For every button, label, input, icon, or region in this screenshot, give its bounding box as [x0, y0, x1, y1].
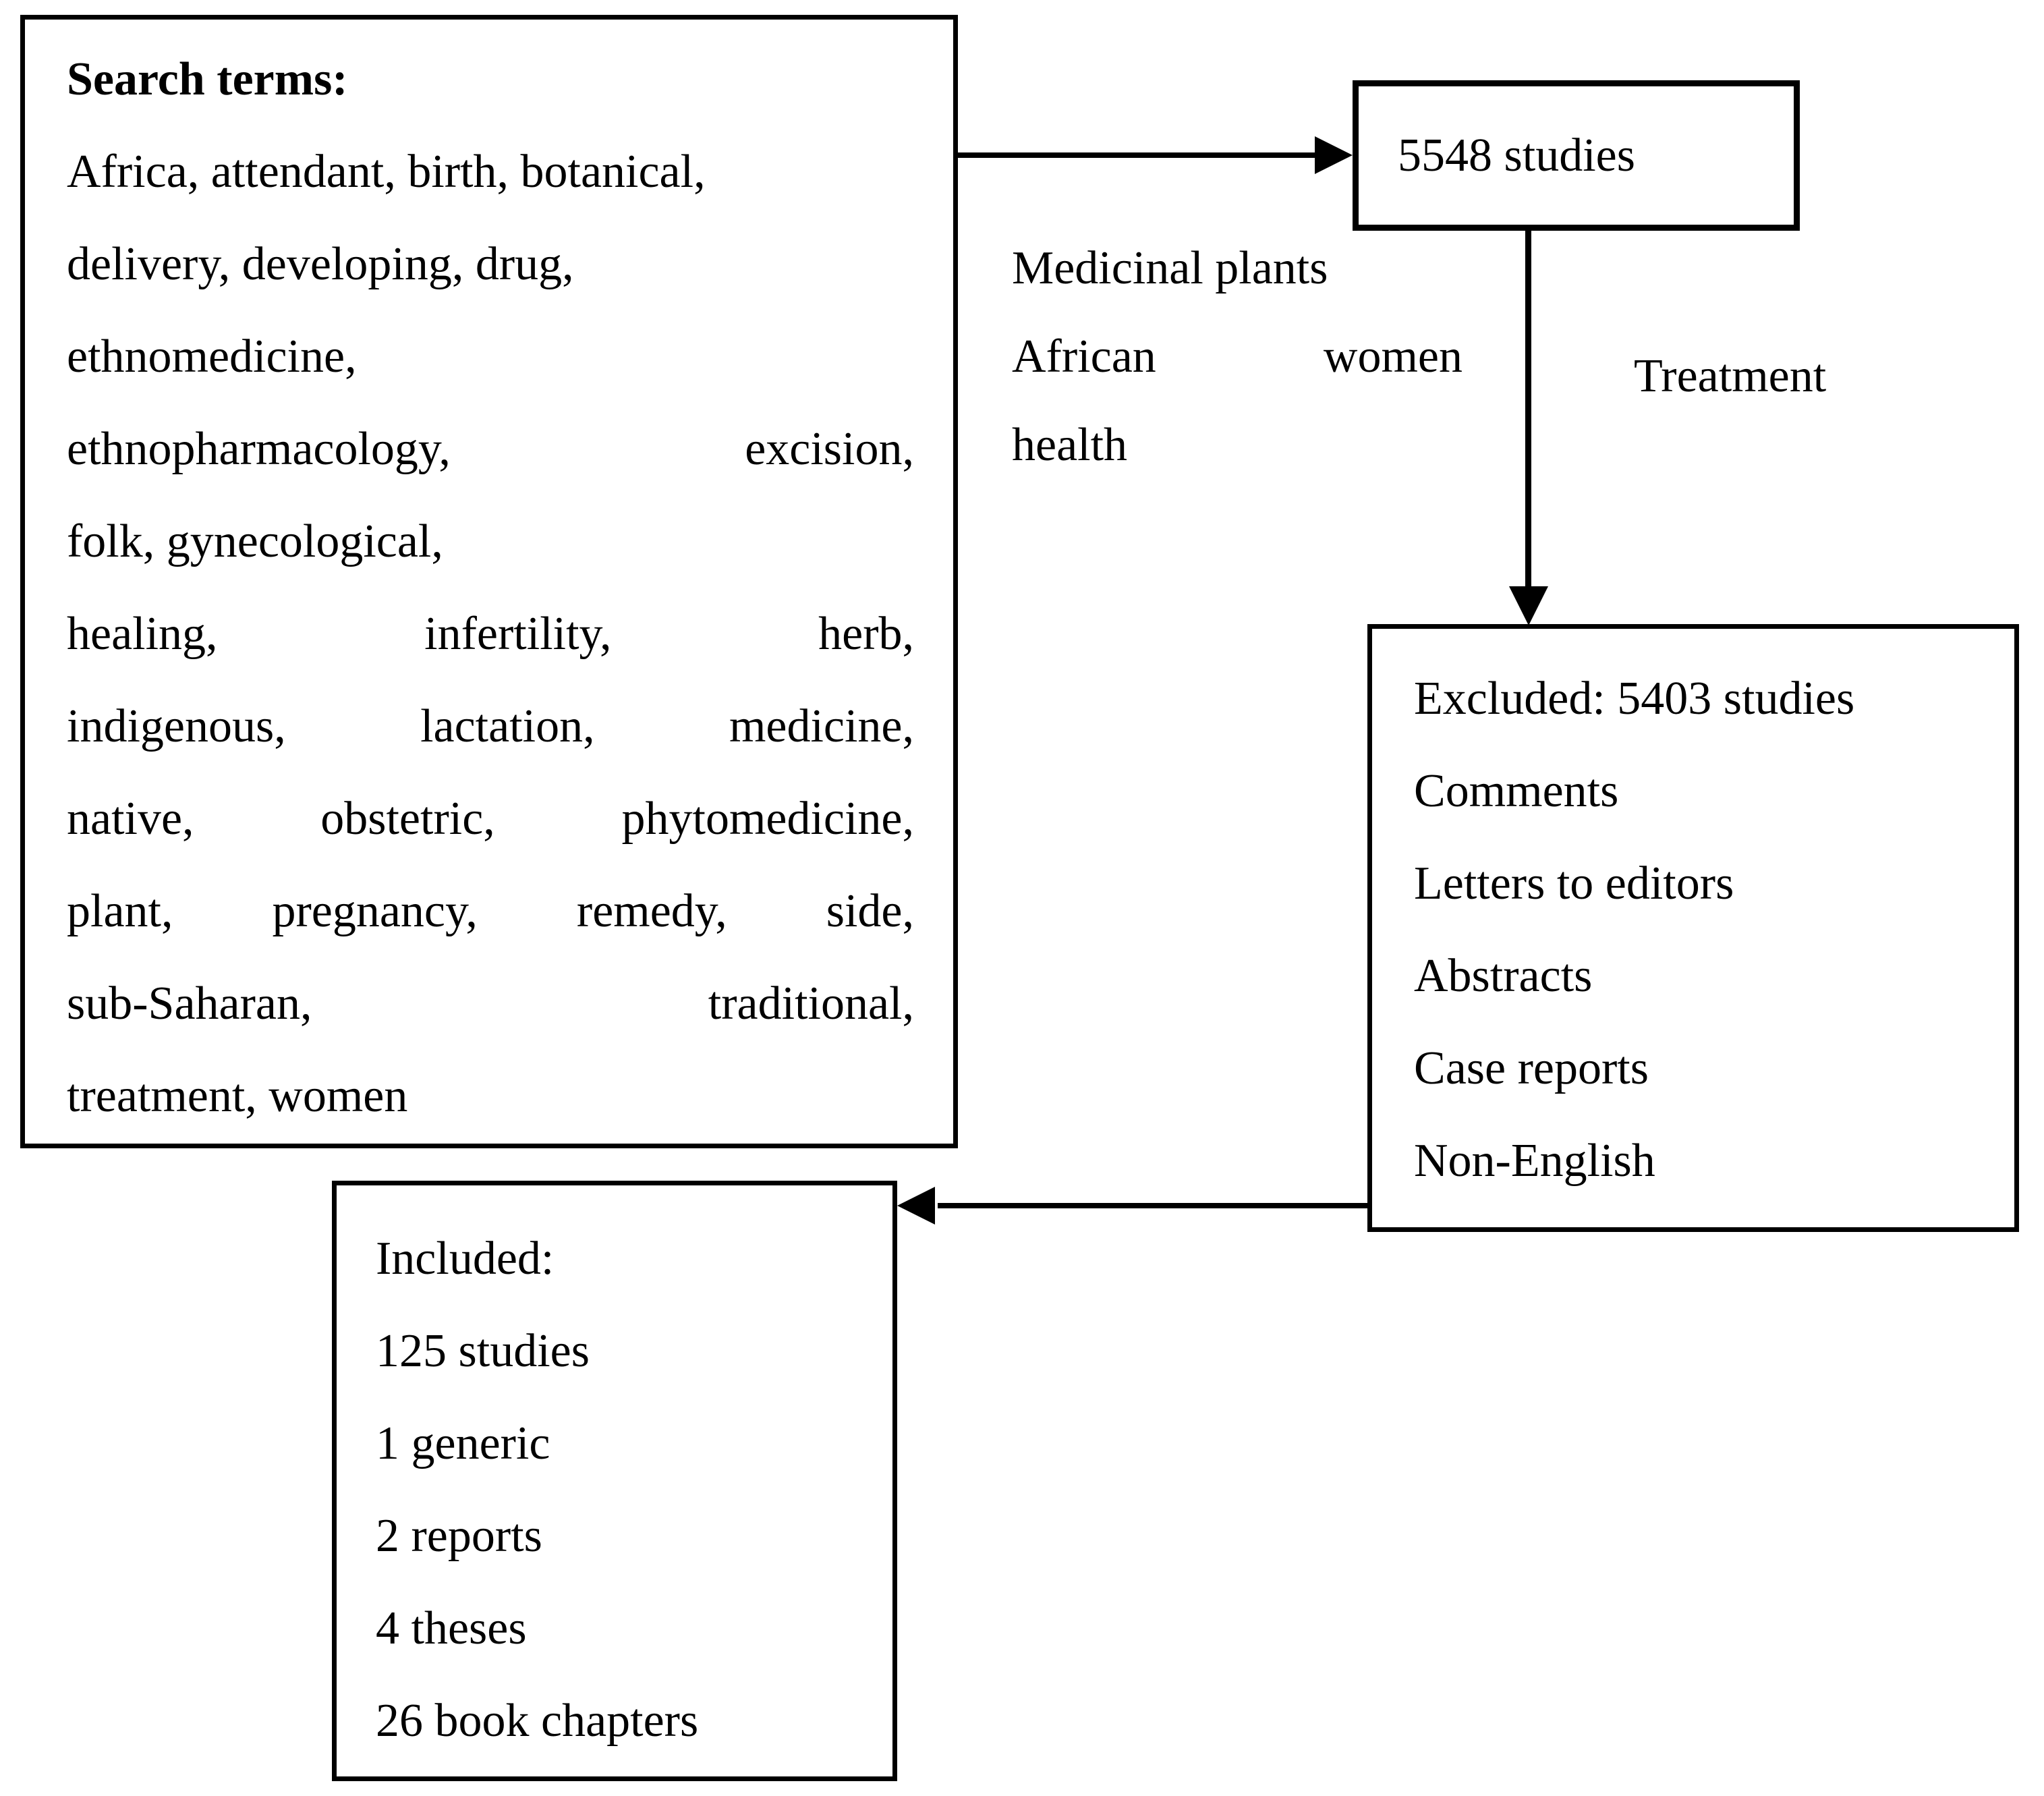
excluded-box-line: Case reports: [1414, 1042, 1649, 1094]
arrow-excluded-to-included-line: [938, 1203, 1367, 1208]
treatment-arrow-label: Treatment: [1634, 350, 1827, 402]
search-arrow-label: Medicinal plants African women health: [1012, 224, 1463, 489]
excluded-box-line: Comments: [1414, 765, 1619, 817]
search-term-line: plant, pregnancy, remedy, side,: [67, 885, 914, 937]
arrow-down-icon: [1509, 586, 1548, 625]
included-box-line: Included:: [376, 1233, 555, 1285]
search-term-line: delivery, developing, drug,: [67, 238, 574, 290]
search-terms-box: Search terms: Africa, attendant, birth, …: [20, 15, 958, 1148]
excluded-box-line: Excluded: 5403 studies: [1414, 673, 1855, 725]
arrow-left-icon: [897, 1187, 935, 1225]
included-box-line: 2 reports: [376, 1510, 542, 1562]
excluded-box-line: Letters to editors: [1414, 858, 1734, 909]
search-arrow-label-line: Medicinal plants: [1012, 242, 1328, 294]
search-term-line: ethnopharmacology, excision,: [67, 423, 914, 475]
excluded-box-line: Non-English: [1414, 1135, 1655, 1187]
excluded-box-line: Abstracts: [1414, 950, 1593, 1002]
included-box-line: 1 generic: [376, 1418, 550, 1469]
results-count-box: 5548 studies: [1353, 80, 1800, 231]
search-term-line: native, obstetric, phytomedicine,: [67, 793, 914, 845]
arrow-results-to-excluded-line: [1525, 230, 1531, 588]
search-arrow-label-line: health: [1012, 419, 1128, 471]
included-box-line: 125 studies: [376, 1325, 590, 1377]
included-box-line: 4 theses: [376, 1602, 527, 1654]
excluded-studies-box: Excluded: 5403 studies Comments Letters …: [1367, 624, 2019, 1232]
included-studies-box: Included: 125 studies 1 generic 2 report…: [332, 1181, 897, 1781]
search-term-line: folk, gynecological,: [67, 515, 443, 567]
search-term-line: treatment, women: [67, 1070, 408, 1122]
search-terms-title: Search terms:: [67, 53, 348, 105]
results-count-label: 5548 studies: [1398, 129, 1635, 181]
arrow-right-icon: [1315, 136, 1353, 174]
search-term-line: indigenous, lactation, medicine,: [67, 700, 914, 752]
search-term-line: sub-Saharan, traditional,: [67, 978, 914, 1030]
search-term-line: Africa, attendant, birth, botanical,: [67, 146, 706, 198]
arrow-search-to-results-line: [958, 152, 1322, 158]
search-term-line: healing, infertility, herb,: [67, 608, 914, 660]
search-term-line: ethnomedicine,: [67, 331, 357, 383]
included-box-line: 26 book chapters: [376, 1695, 699, 1747]
search-arrow-label-line: African women: [1012, 331, 1463, 383]
